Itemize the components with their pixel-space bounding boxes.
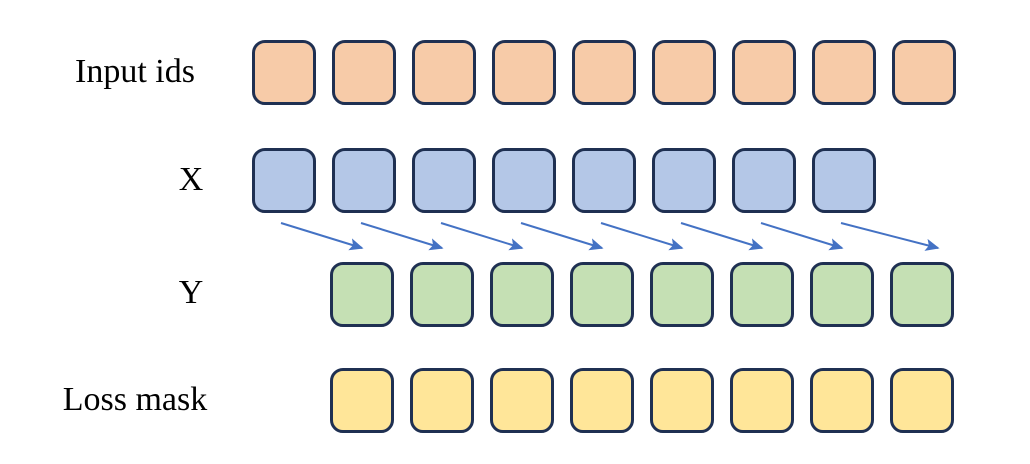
token-cell-loss-mask [650,368,714,433]
shift-arrow [680,222,764,251]
token-cell-loss-mask [330,368,394,433]
row-label-loss-mask: Loss mask [62,381,208,418]
token-cell-input-ids [492,40,556,105]
token-cell-input-ids [812,40,876,105]
token-cell-input-ids [652,40,716,105]
shift-arrow [760,222,844,251]
shift-arrow [280,222,364,251]
token-cell-y [650,262,714,327]
row-label-input-ids: Input ids [75,53,195,90]
token-cell-y [810,262,874,327]
token-cell-input-ids [892,40,956,105]
row-label-y: Y [178,274,204,311]
token-cell-loss-mask [810,368,874,433]
token-cell-x [572,148,636,213]
token-cell-input-ids [732,40,796,105]
token-cell-loss-mask [570,368,634,433]
token-cell-input-ids [332,40,396,105]
token-cell-y [570,262,634,327]
token-cell-x [332,148,396,213]
shift-arrow [600,222,684,251]
token-cell-y [490,262,554,327]
token-cell-x [812,148,876,213]
token-cell-loss-mask [410,368,474,433]
token-cell-y [330,262,394,327]
token-cell-x [252,148,316,213]
token-cell-input-ids [572,40,636,105]
token-cell-y [730,262,794,327]
shift-arrow [520,222,604,251]
shift-arrow [360,222,444,251]
token-cell-loss-mask [730,368,794,433]
token-cell-y [410,262,474,327]
token-cell-x [412,148,476,213]
shift-arrow [440,222,524,251]
shift-arrow [840,222,940,251]
token-cell-y [890,262,954,327]
token-cell-input-ids [412,40,476,105]
token-cell-x [732,148,796,213]
token-cell-loss-mask [490,368,554,433]
token-cell-loss-mask [890,368,954,433]
token-cell-x [492,148,556,213]
token-cell-x [652,148,716,213]
row-label-x: X [178,161,204,198]
token-cell-input-ids [252,40,316,105]
